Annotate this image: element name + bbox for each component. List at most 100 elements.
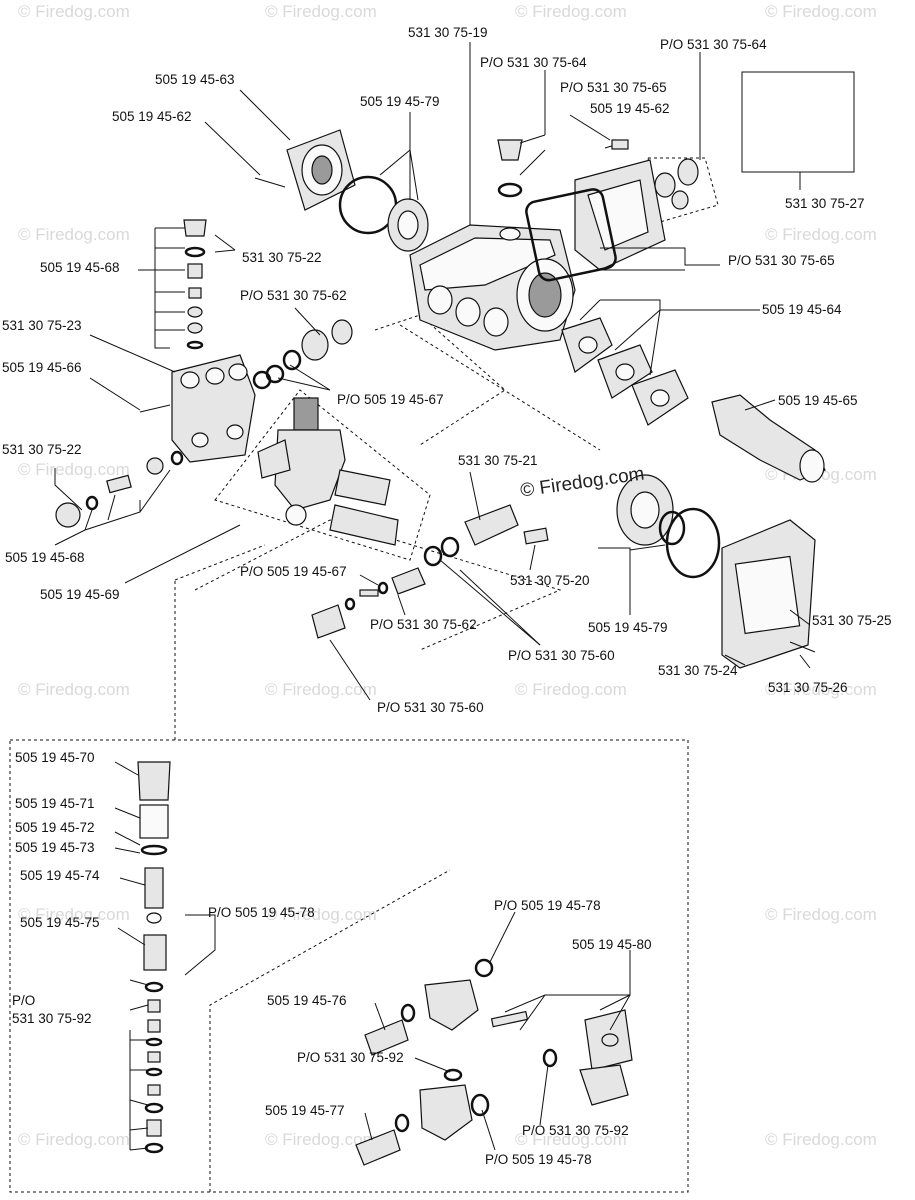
manifold-port xyxy=(205,367,225,385)
part-label: 505 19 45-62 xyxy=(112,109,192,124)
part-label: P/O 505 19 45-67 xyxy=(240,564,347,579)
leader-line xyxy=(277,377,331,391)
leader-line xyxy=(409,149,419,201)
leader-line xyxy=(414,1057,451,1073)
plunger-pin xyxy=(523,527,549,545)
plunger-seal xyxy=(440,536,460,558)
valve-oring xyxy=(542,1048,558,1068)
oil-cap xyxy=(497,139,523,161)
part-label: P/O 531 30 75-92 xyxy=(522,1123,629,1138)
unloader-arm xyxy=(334,469,391,506)
part-label: 505 19 45-79 xyxy=(588,620,668,635)
connecting-rod-eye xyxy=(615,363,635,381)
manifold-bolt xyxy=(139,404,171,413)
valve-oring xyxy=(85,495,99,511)
part-label: P/O 531 30 75-92 xyxy=(297,1050,404,1065)
part-label: 505 19 45-65 xyxy=(778,393,858,408)
small-seal xyxy=(344,597,356,611)
part-label: 505 19 45-66 xyxy=(2,360,82,375)
bearing-flange-inner xyxy=(311,155,333,185)
watermark: © Firedog.com xyxy=(515,2,627,21)
watermark: © Firedog.com xyxy=(18,460,130,479)
bearing-cover-face xyxy=(734,555,801,635)
detail-box-outline xyxy=(9,739,689,1193)
part-label: 531 30 75-92 xyxy=(12,1011,92,1026)
leader-line xyxy=(114,761,139,776)
part-label: 531 30 75-27 xyxy=(785,196,865,211)
part-label: 505 19 45-71 xyxy=(15,796,95,811)
plunger-seal xyxy=(423,545,443,567)
watermark: © Firedog.com xyxy=(765,680,877,699)
valve-oring xyxy=(144,981,164,993)
leader-line xyxy=(214,249,236,253)
side-valve-seat xyxy=(146,457,164,475)
watermark: © Firedog.com xyxy=(18,225,130,244)
crankcase-top xyxy=(419,237,556,291)
unloader-arm xyxy=(257,439,291,479)
part-label: 505 19 45-68 xyxy=(40,260,120,275)
leader-line xyxy=(54,500,141,546)
part-label: 505 19 45-72 xyxy=(15,820,95,835)
leader-line xyxy=(129,1004,149,1011)
unloader-housing xyxy=(139,804,169,839)
oil-cap-oring xyxy=(497,182,523,198)
leader-line xyxy=(359,574,379,586)
leader-line xyxy=(117,927,146,946)
leader-line xyxy=(124,524,241,584)
leader-line xyxy=(481,1109,496,1151)
part-label: 531 30 75-22 xyxy=(2,442,82,457)
watermark: © Firedog.com xyxy=(765,905,877,924)
unloader-seat xyxy=(146,912,162,924)
unloader-piston xyxy=(147,999,161,1013)
leader-line xyxy=(724,654,746,666)
crankcase-bore-inner xyxy=(528,272,562,318)
part-label: 531 30 75-22 xyxy=(242,250,322,265)
connecting-rod-eye xyxy=(578,336,598,354)
leader-line xyxy=(379,149,411,176)
leader-line xyxy=(139,469,171,513)
leader-line xyxy=(519,134,546,144)
part-label: P/O 531 30 75-60 xyxy=(377,700,484,715)
side-valve-cap xyxy=(55,502,81,528)
manifold-port xyxy=(226,424,244,440)
leader-line xyxy=(629,544,666,551)
rear-cover-gasket xyxy=(525,188,617,282)
leader-line xyxy=(397,594,406,616)
cylinder-bore xyxy=(455,297,481,327)
leader-line xyxy=(789,609,811,626)
leader-line xyxy=(489,911,516,963)
leader-line xyxy=(600,299,760,311)
valve-body xyxy=(424,979,479,1031)
leader-line xyxy=(114,831,141,846)
valve-pin xyxy=(490,1010,529,1028)
cylinder-bore xyxy=(483,307,509,337)
part-label: 531 30 75-24 xyxy=(658,663,738,678)
plunger-retainer xyxy=(311,604,346,639)
plunger-sleeve xyxy=(391,567,426,595)
part-label: P/O 505 19 45-78 xyxy=(485,1152,592,1167)
watermark: © Firedog.com xyxy=(515,1130,627,1149)
valve-subbox-outline xyxy=(209,869,451,1192)
leader-line xyxy=(529,544,536,571)
part-label: 505 19 45-74 xyxy=(20,868,100,883)
manifold-port xyxy=(228,363,248,381)
leader-line xyxy=(107,494,116,521)
seal-ring xyxy=(658,510,686,546)
injector-port xyxy=(601,1033,619,1047)
cover-bolt xyxy=(789,641,816,653)
valve-spring xyxy=(188,287,202,299)
leader-line xyxy=(129,1099,149,1106)
manifold-group-outline xyxy=(214,389,431,561)
seal-ring xyxy=(654,172,676,198)
leader-line xyxy=(89,334,176,373)
valve-cap xyxy=(183,219,207,237)
small-seal xyxy=(377,581,389,595)
leader-line xyxy=(649,309,661,376)
leader-line xyxy=(469,471,481,521)
part-label: 505 19 45-76 xyxy=(267,993,347,1008)
watermark: © Firedog.com xyxy=(265,680,377,699)
main-bearing-inner xyxy=(630,491,660,529)
watermark: © Firedog.com xyxy=(18,2,130,21)
valve-body xyxy=(419,1084,473,1141)
